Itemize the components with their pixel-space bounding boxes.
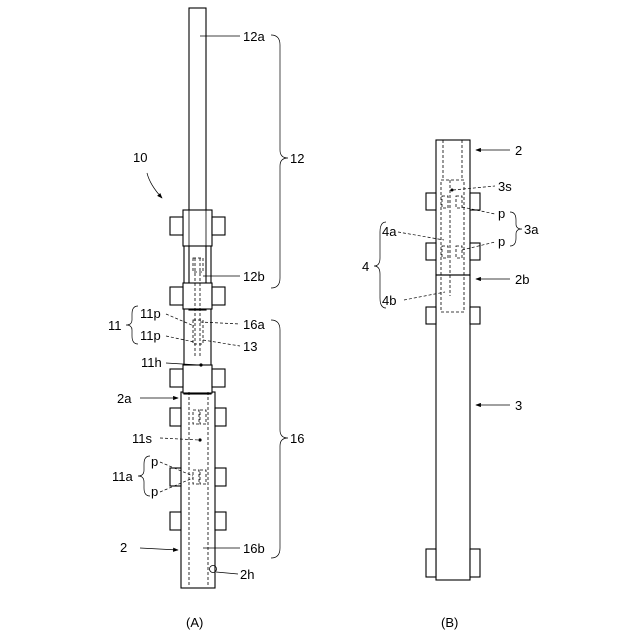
label-11s: 11s xyxy=(132,431,152,446)
label-b-4b: 4b xyxy=(382,293,396,308)
figure-a: 10 12a 12 12b 11 11p 11p 16a 13 11h 2a 1… xyxy=(108,8,304,630)
bolts-lower-3 xyxy=(170,512,226,530)
label-2a: 2a xyxy=(117,391,132,406)
brace-12 xyxy=(271,35,288,288)
lead-13 xyxy=(203,340,240,346)
label-12a: 12a xyxy=(243,29,265,44)
label-b-p1: p xyxy=(498,206,505,221)
point-11s xyxy=(198,438,201,441)
b-bolts-2 xyxy=(426,243,480,260)
label-11p-1: 11p xyxy=(140,306,161,321)
brace-16 xyxy=(271,320,288,558)
label-16: 16 xyxy=(290,431,304,446)
label-13: 13 xyxy=(243,339,257,354)
label-11: 11 xyxy=(108,318,122,333)
figure-b: 2 3s 4a p 3a p 4 2b 4b 3 (B) xyxy=(362,140,539,630)
lead-4b xyxy=(404,292,445,300)
hole-11h xyxy=(199,363,202,366)
arrow-10 xyxy=(147,173,162,198)
label-2h: 2h xyxy=(240,567,254,582)
lead-11p-2 xyxy=(166,336,194,342)
label-b-2b: 2b xyxy=(515,272,529,287)
lead-4a xyxy=(398,232,444,240)
lead-2h xyxy=(216,572,238,574)
label-b-3s: 3s xyxy=(498,179,512,194)
label-p-1: p xyxy=(151,454,158,469)
rod-12 xyxy=(189,8,206,310)
clamp-middle xyxy=(170,283,225,309)
label-b-4a: 4a xyxy=(382,224,397,239)
b-bolts-3 xyxy=(426,307,480,324)
label-b-3: 3 xyxy=(515,398,522,413)
label-b-4: 4 xyxy=(362,259,369,274)
label-2: 2 xyxy=(120,540,127,555)
label-12: 12 xyxy=(290,151,304,166)
lead-3s xyxy=(453,186,495,190)
pole-2-lower xyxy=(181,392,215,588)
arrow-2 xyxy=(140,548,178,550)
label-b-3a: 3a xyxy=(524,222,539,237)
caption-b: (B) xyxy=(441,615,458,630)
brace-11a xyxy=(138,456,150,496)
lead-11s xyxy=(160,438,199,440)
label-11h: 11h xyxy=(141,355,162,370)
brace-3a xyxy=(510,212,522,246)
label-11p-2: 11p xyxy=(140,328,161,343)
clamp-upper xyxy=(170,210,225,246)
end-12b xyxy=(193,258,203,272)
b-bolts-1 xyxy=(426,193,480,210)
lead-16a xyxy=(200,322,240,324)
label-b-p2: p xyxy=(498,234,505,249)
bolts-lower-2 xyxy=(170,468,226,486)
lead-11p-1 xyxy=(166,314,194,326)
label-11a: 11a xyxy=(112,469,133,484)
label-16b: 16b xyxy=(243,541,265,556)
pole-3 xyxy=(436,275,470,580)
b-bolts-4 xyxy=(426,549,480,577)
brace-11 xyxy=(126,306,138,344)
clamp-lower xyxy=(170,365,225,393)
caption-a: (A) xyxy=(186,615,203,630)
label-p-2: p xyxy=(151,484,158,499)
part-13 xyxy=(193,320,203,344)
label-16a: 16a xyxy=(243,317,265,332)
bolts-lower-1 xyxy=(170,408,226,426)
label-b-2: 2 xyxy=(515,143,522,158)
label-12b: 12b xyxy=(243,269,265,284)
label-10: 10 xyxy=(133,150,147,165)
